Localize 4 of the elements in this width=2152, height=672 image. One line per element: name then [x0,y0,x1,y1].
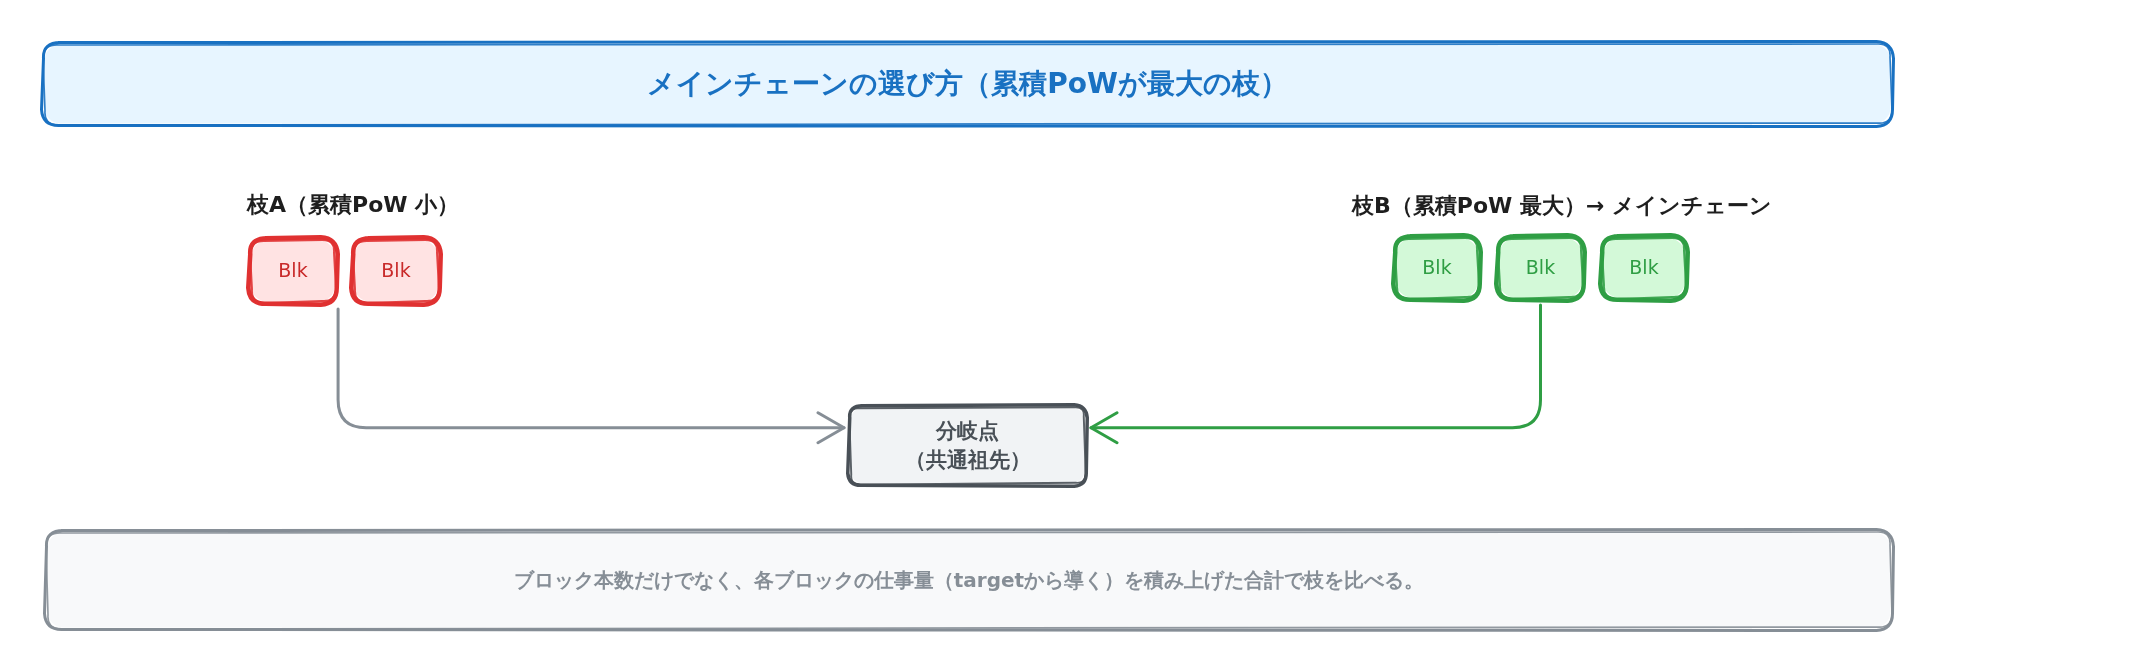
branch-label: 枝A（累積PoW 小） [247,192,460,219]
arrow [1089,303,1542,445]
branch-label: 枝B（累積PoW 最大）→ メインチェーン [1352,193,1773,220]
arrow [336,307,846,445]
